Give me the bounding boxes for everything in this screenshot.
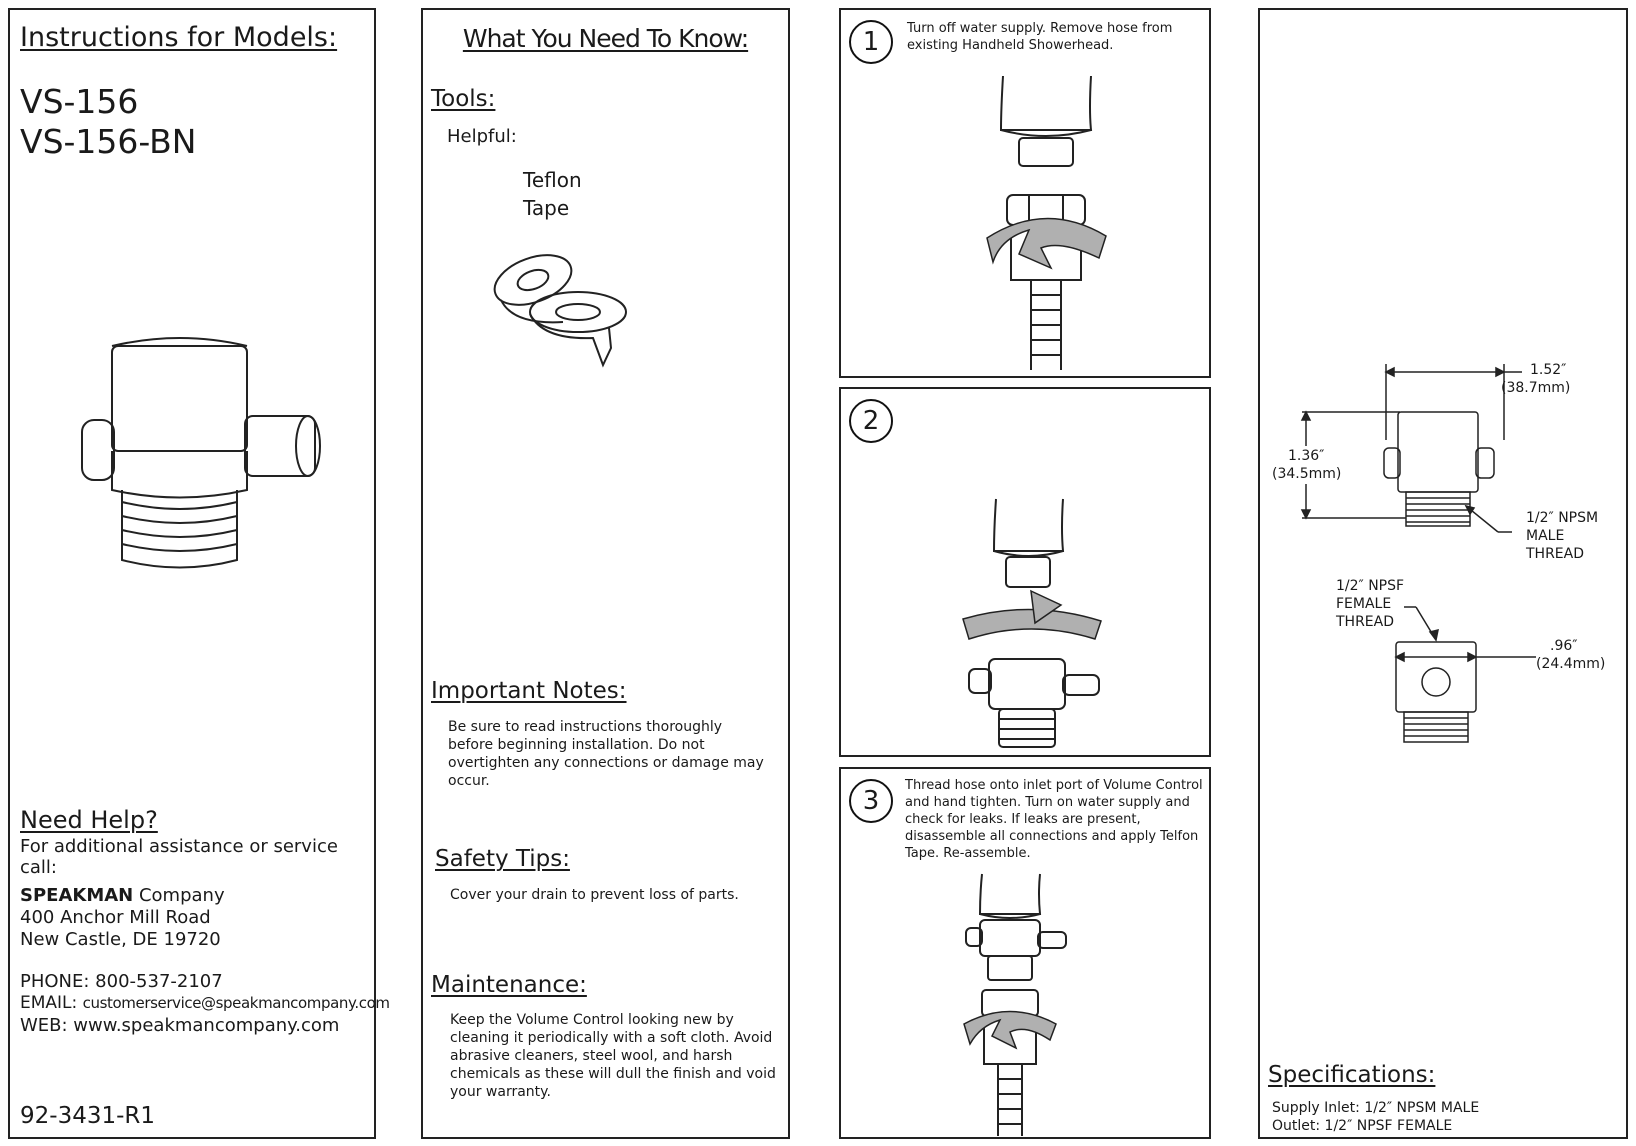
notes-title: Important Notes: xyxy=(431,678,627,704)
female-thread-label-3: THREAD xyxy=(1336,614,1395,630)
dim-height-mm: (34.5mm) xyxy=(1272,466,1342,482)
dimension-drawing xyxy=(1300,364,1536,743)
volume-control-illustration xyxy=(81,337,321,569)
panel-specifications: 1.52″ (38.7mm) 1.36″ (34.5mm) 1/2″ NPSM … xyxy=(1258,8,1628,1139)
address-line-1: 400 Anchor Mill Road xyxy=(20,907,211,928)
maintenance-text: Keep the Volume Control looking new by c… xyxy=(450,1012,776,1100)
dim-diameter-mm: (24.4mm) xyxy=(1536,656,1606,672)
panel-what-you-need: What You Need To Know: Tools: Helpful: T… xyxy=(421,8,790,1139)
step-1-illustration xyxy=(986,75,1107,370)
safety-title: Safety Tips: xyxy=(435,846,570,872)
company-brand: SPEAKMAN xyxy=(20,885,134,906)
safety-text: Cover your drain to prevent loss of part… xyxy=(450,887,739,903)
teflon-tape-icon xyxy=(493,254,627,368)
maintenance-title: Maintenance: xyxy=(431,972,587,998)
notes-text: Be sure to read instructions thoroughly … xyxy=(448,719,764,789)
company-suffix: Company xyxy=(133,885,225,906)
spec-outlet: Outlet: 1/2″ NPSF FEMALE xyxy=(1272,1118,1453,1134)
female-thread-label-2: FEMALE xyxy=(1336,596,1392,612)
step-2-illustration xyxy=(962,498,1102,748)
web-link[interactable]: WEB: www.speakmancompany.com xyxy=(20,1015,340,1036)
spec-inlet: Supply Inlet: 1/2″ NPSM MALE xyxy=(1272,1100,1480,1116)
email-line: EMAIL: customerservice@speakmancompany.c… xyxy=(20,993,390,1013)
dim-width-mm: (38.7mm) xyxy=(1501,380,1571,396)
dim-diameter: .96″ xyxy=(1550,638,1578,654)
help-title: Need Help? xyxy=(20,806,158,834)
panel-models: Instructions for Models: VS-156 VS-156-B… xyxy=(8,8,390,1139)
models-title: Instructions for Models: xyxy=(20,22,338,53)
help-text: For additional assistance or service cal… xyxy=(20,836,338,878)
step-1-number: 1 xyxy=(849,20,893,64)
model-number-1: VS-156 xyxy=(20,82,139,121)
step-3-text: Thread hose onto inlet port of Volume Co… xyxy=(905,778,1203,861)
tool-name-line-1: Teflon xyxy=(523,168,582,192)
step-1-text: Turn off water supply. Remove hose from … xyxy=(907,21,1173,53)
company-name: SPEAKMAN Company xyxy=(20,885,225,906)
step-2-number: 2 xyxy=(849,399,893,443)
tool-name-line-2: Tape xyxy=(523,196,570,220)
tools-title: Tools: xyxy=(431,86,496,112)
step-3-panel: 3 Thread hose onto inlet port of Volume … xyxy=(839,767,1211,1139)
helpful-label: Helpful: xyxy=(447,126,517,147)
model-number-2: VS-156-BN xyxy=(20,122,197,161)
email-label: EMAIL: xyxy=(20,993,83,1013)
step-3-illustration xyxy=(963,873,1067,1136)
specifications-title: Specifications: xyxy=(1268,1062,1436,1088)
doc-number: 92-3431-R1 xyxy=(20,1103,156,1129)
phone: PHONE: 800-537-2107 xyxy=(20,971,223,992)
step-2-panel: 2 xyxy=(839,387,1211,757)
male-thread-label-3: THREAD xyxy=(1526,546,1585,562)
dim-width: 1.52″ xyxy=(1530,362,1567,378)
male-thread-label-1: 1/2″ NPSM xyxy=(1526,510,1599,526)
dim-height: 1.36″ xyxy=(1288,448,1325,464)
address-line-2: New Castle, DE 19720 xyxy=(20,929,221,950)
step-3-number: 3 xyxy=(849,779,893,823)
need-to-know-title: What You Need To Know: xyxy=(462,24,749,53)
step-1-panel: 1 Turn off water supply. Remove hose fro… xyxy=(839,8,1211,378)
female-thread-label-1: 1/2″ NPSF xyxy=(1336,578,1405,594)
male-thread-label-2: MALE xyxy=(1526,528,1565,544)
email-link[interactable]: customerservice@speakmancompany.com xyxy=(82,994,390,1012)
